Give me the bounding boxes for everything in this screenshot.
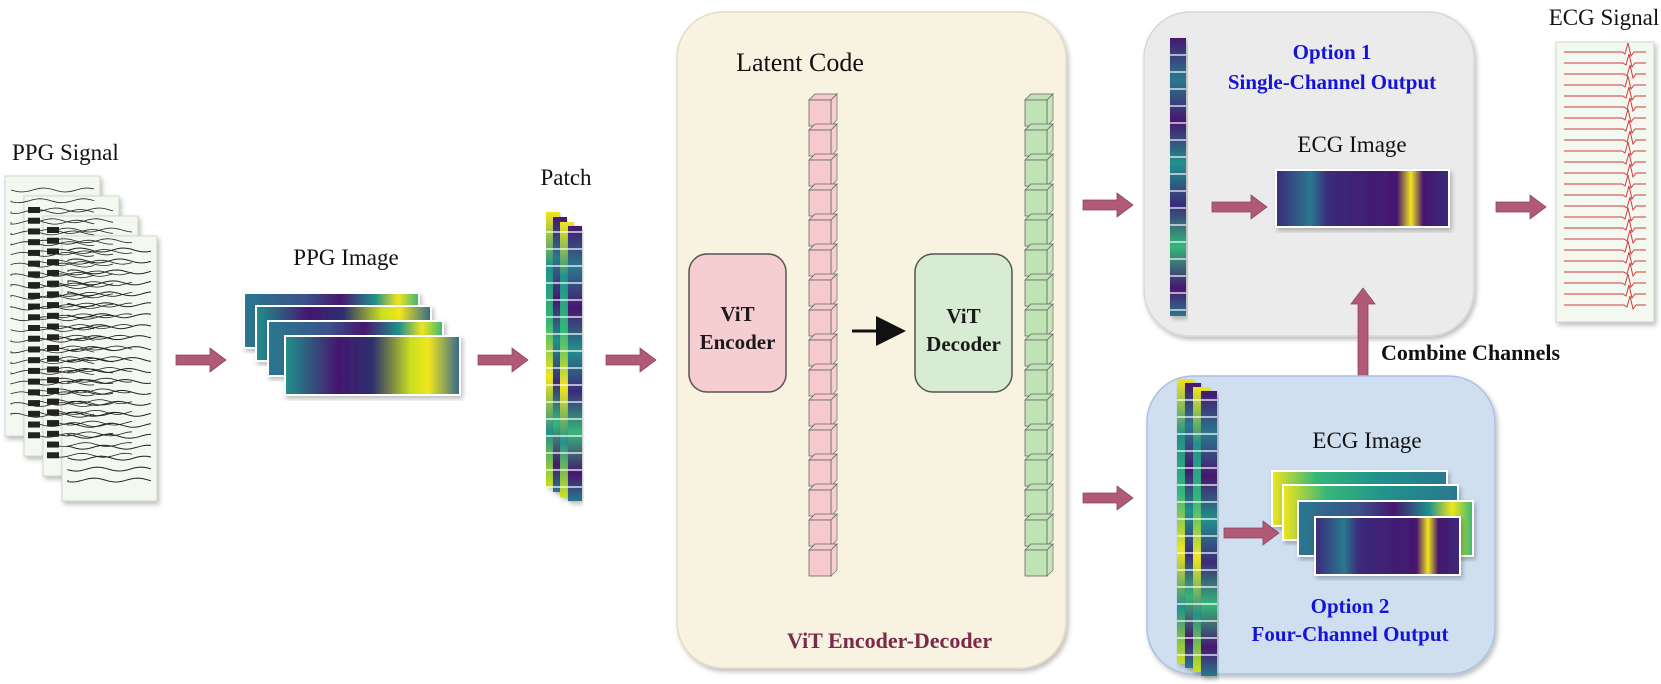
arrow-right-icon (1211, 194, 1268, 220)
vit-decoder-line1: ViT (946, 304, 981, 328)
vit-encoder-box[interactable] (688, 253, 787, 393)
ecg-signal-label: ECG Signal (1548, 5, 1660, 30)
arrow-right-icon (1082, 485, 1134, 511)
option2-subtitle: Four-Channel Output (1251, 622, 1449, 646)
option2-title: Option 2 (1310, 594, 1390, 618)
token-column-icon (1024, 93, 1054, 577)
option1-subtitle: Single-Channel Output (1227, 70, 1437, 94)
vit-decoder-box[interactable] (914, 253, 1013, 393)
vit-decoder-text: ViT Decoder (915, 302, 1012, 358)
spectrogram-image-icon (243, 292, 461, 396)
arrow-right-icon (477, 347, 529, 373)
patch-label: Patch (540, 165, 592, 190)
arrow-right-icon (175, 347, 227, 373)
patch-strip-icon (1170, 38, 1186, 316)
vit-encoder-text: ViT Encoder (689, 300, 786, 356)
vit-encoder-line2: Encoder (699, 330, 776, 354)
arrow-right-icon (1495, 194, 1547, 220)
ppg-signal-label: PPG Signal (12, 140, 119, 165)
arrow-right-icon (605, 347, 657, 373)
vit-encoder-line1: ViT (720, 302, 755, 326)
ppg-image-label: PPG Image (293, 245, 399, 270)
ppg-signal-sheets-icon (4, 175, 158, 502)
ecg-image-label-2: ECG Image (1312, 428, 1422, 453)
option1-title: Option 1 (1292, 40, 1372, 64)
encoder-decoder-panel (676, 11, 1067, 669)
arrow-right-icon (1223, 520, 1280, 546)
token-column-icon (808, 93, 838, 577)
encoder-decoder-title: ViT Encoder-Decoder (787, 628, 993, 653)
patch-strip-icon (1177, 379, 1217, 676)
spectrogram-image-icon (1271, 470, 1474, 576)
patch-strip-icon (546, 212, 582, 501)
ecg-waveform-sheet-icon (1555, 41, 1655, 323)
latent-code-label: Latent Code (736, 48, 864, 77)
vit-decoder-line2: Decoder (926, 332, 1001, 356)
ecg-image-label-1: ECG Image (1297, 132, 1407, 157)
spectrogram-image-icon (1275, 169, 1450, 228)
combine-channels-label: Combine Channels (1381, 340, 1561, 365)
arrow-right-icon (1082, 192, 1134, 218)
